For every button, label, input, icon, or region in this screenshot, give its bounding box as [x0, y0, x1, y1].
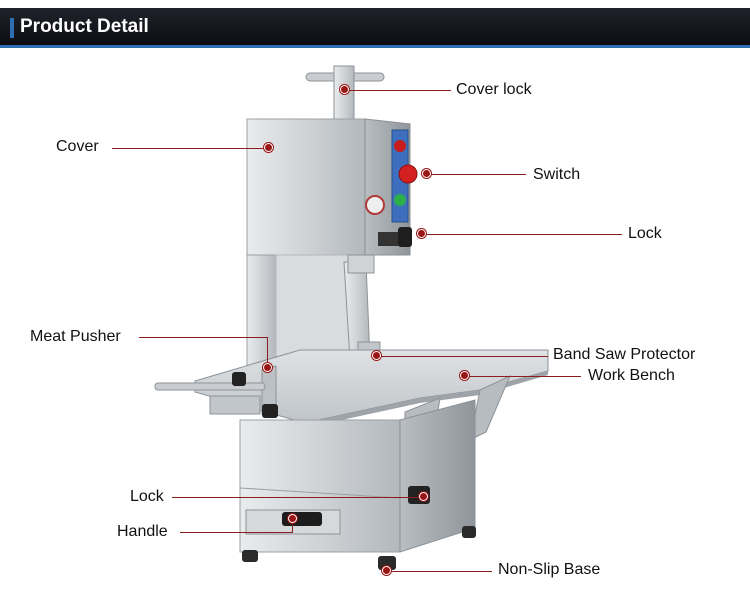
band-saw-protector-label: Band Saw Protector	[553, 346, 696, 363]
switch-label: Switch	[533, 166, 581, 183]
lock-bottom-label: Lock	[130, 488, 164, 505]
handle-marker	[288, 514, 297, 523]
handle-label: Handle	[117, 523, 168, 540]
non-slip-base-marker	[382, 566, 391, 575]
lock-top-leader	[426, 234, 622, 235]
cover-lock-leader	[349, 90, 451, 91]
page-title: Product Detail	[20, 16, 149, 37]
cover-lock-label: Cover lock	[456, 81, 532, 98]
band-saw-protector-marker	[372, 351, 381, 360]
lock-bottom-marker	[419, 492, 428, 501]
band-saw-protector-leader	[381, 356, 548, 357]
work-bench-marker	[460, 371, 469, 380]
switch-leader	[431, 174, 526, 175]
handle-leader	[180, 532, 292, 533]
non-slip-base-label: Non-Slip Base	[498, 561, 601, 578]
meat-pusher-label: Meat Pusher	[30, 328, 121, 345]
cover-lock-marker	[340, 85, 349, 94]
lock-top-label: Lock	[628, 225, 662, 242]
upper-cover-housing	[246, 118, 418, 256]
work-bench-leader	[469, 376, 581, 377]
work-bench-label: Work Bench	[588, 367, 675, 384]
blade-guide-arm	[343, 254, 381, 363]
header-accent	[10, 18, 14, 38]
handle-leader-vertical	[292, 521, 293, 533]
lower-cabinet	[239, 399, 476, 553]
lock-top-marker	[417, 229, 426, 238]
header-bar: Product Detail	[0, 8, 750, 48]
meat-pusher-marker	[263, 363, 272, 372]
lock-bottom-leader	[172, 497, 420, 498]
work-bench-table	[154, 349, 549, 428]
cover-label: Cover	[56, 138, 99, 155]
switch-marker	[422, 169, 431, 178]
meat-pusher-leader-vertical	[267, 337, 268, 365]
throat-back-plate	[275, 254, 353, 366]
cover-leader	[112, 148, 264, 149]
cover-marker	[264, 143, 273, 152]
non-slip-base-leader	[391, 571, 492, 572]
meat-pusher-leader	[139, 337, 267, 338]
